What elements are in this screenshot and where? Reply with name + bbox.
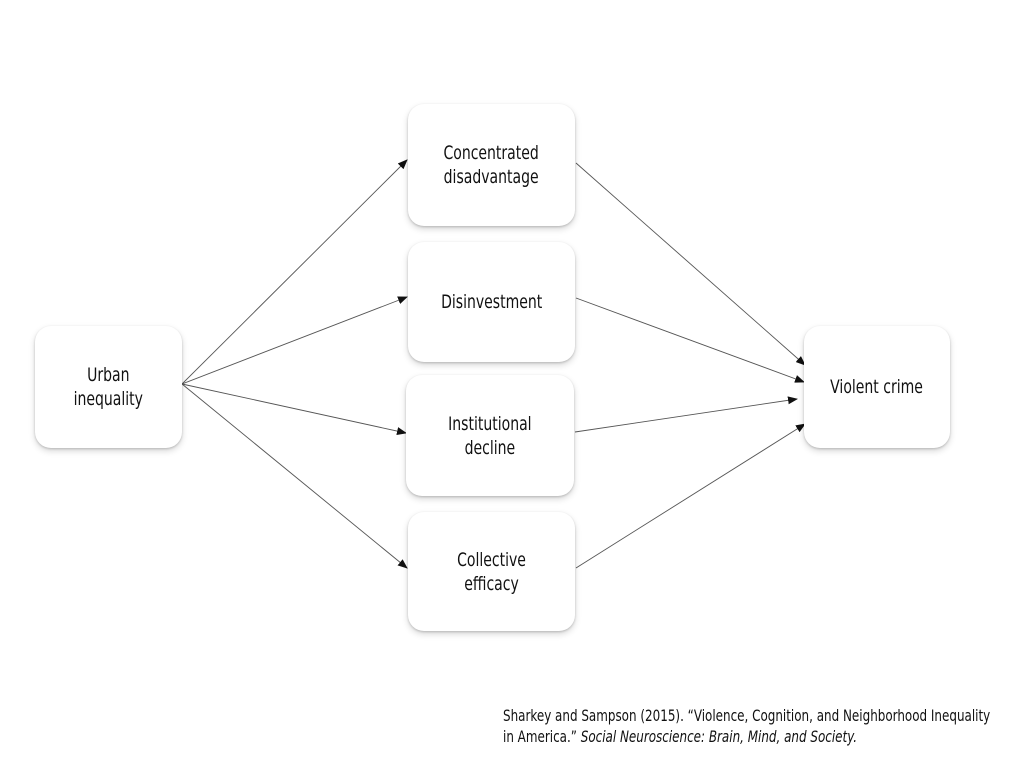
edge-conc-to-violent	[575, 162, 806, 366]
citation-journal: Social Neuroscience: Brain, Mind, and So…	[580, 727, 858, 746]
edge-urban-to-coll	[181, 383, 408, 569]
node-urban-inequality: Urban inequality	[35, 326, 182, 448]
citation-line-2-prefix: in America.”	[503, 727, 581, 746]
node-disinvestment: Disinvestment	[408, 242, 575, 362]
edge-disinv-to-violent	[575, 297, 805, 383]
node-label: Institutional decline	[448, 412, 532, 459]
node-collective-efficacy: Collective efficacy	[408, 512, 575, 631]
node-label: Collective efficacy	[457, 548, 526, 595]
edge-coll-to-violent	[575, 423, 806, 569]
node-label: Concentrated disadvantage	[443, 142, 540, 188]
citation-line-1: Sharkey and Sampson (2015). “Violence, C…	[503, 706, 991, 725]
edge-urban-to-inst	[181, 383, 407, 435]
citation: Sharkey and Sampson (2015). “Violence, C…	[503, 705, 991, 747]
citation-line-2: in America.” Social Neuroscience: Brain,…	[503, 726, 935, 747]
edge-urban-to-conc	[181, 159, 408, 385]
node-violent-crime: Violent crime	[804, 326, 950, 448]
node-label: Disinvestment	[440, 291, 543, 313]
edge-urban-to-disinv	[181, 296, 408, 385]
node-institutional-decline: Institutional decline	[406, 375, 574, 496]
edge-inst-to-violent	[574, 396, 798, 433]
node-concentrated-disadvantage: Concentrated disadvantage	[408, 104, 575, 226]
node-label: Violent crime	[830, 376, 924, 398]
node-label: Urban inequality	[73, 364, 144, 410]
